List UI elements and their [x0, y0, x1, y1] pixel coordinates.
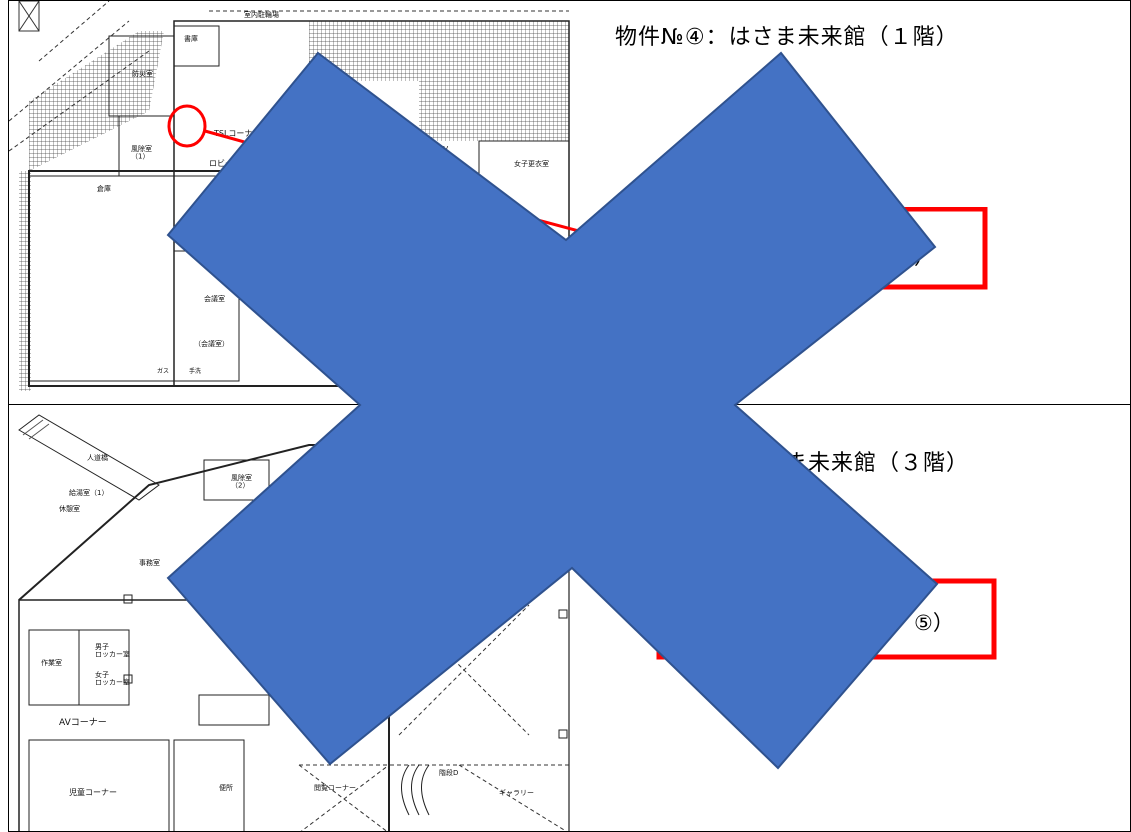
plan-label-north-top: 室内駐輪場: [244, 10, 279, 19]
plan-label-room-k: 手洗: [189, 367, 201, 375]
plan-label-room-b: 書庫: [184, 34, 198, 43]
plan-label-3f-e: 事務室: [139, 558, 160, 567]
plan-label-3f-d: 休憩室: [59, 504, 80, 513]
plan-label-3f-f: 男子ロッカー室: [95, 643, 130, 659]
plan-label-room-d: 風除室（1）: [131, 144, 152, 161]
plan-label-3f-c: 給湯室（1）: [69, 488, 108, 497]
plan-label-3f-i: AVコーナー: [59, 717, 107, 728]
floor-plan-3f-image: 人道橋 風除室（2） 給湯室（1） 休憩室 事務室 男子ロッカー室 女子ロッカー…: [18, 414, 570, 831]
plan-label-room-h: （会議室）: [194, 339, 229, 348]
plan-label-room-e: ロビー: [209, 159, 233, 168]
callout-label-1f: ）: [914, 245, 935, 269]
plan-label-3f-l: 階段D: [439, 768, 458, 777]
plan-label-3f-m: ギャラリー: [499, 789, 534, 797]
floor-plan-panel-1f: 室内駐輪場 防災室 書庫 TSLコーナー 風除室（1） ロビー 倉庫 会議室 （…: [8, 0, 1131, 405]
plan-label-room-a: 防災室: [132, 69, 153, 78]
floor-plan-1f-image: 室内駐輪場 防災室 書庫 TSLコーナー 風除室（1） ロビー 倉庫 会議室 （…: [9, 1, 579, 391]
plan-label-3f-n: 閲覧コーナー: [314, 783, 356, 792]
page-title-3f: さま未来館（３階）: [762, 451, 970, 476]
plan-label-3f-g: 女子ロッカー室: [95, 670, 130, 687]
plan-label-room-l: ガス: [157, 367, 169, 375]
plan-label-room-f: 倉庫: [97, 184, 111, 193]
floor-plan-panel-3f: 人道橋 風除室（2） 給湯室（1） 休憩室 事務室 男子ロッカー室 女子ロッカー…: [8, 404, 1131, 832]
plan-label-3f-k: 便所: [219, 783, 233, 792]
plan-label-3f-a: 人道橋: [87, 453, 108, 462]
plan-label-3f-o: 西: [274, 644, 281, 652]
plan-label-room-g: 会議室: [204, 294, 225, 303]
plan-label-3f-b: 風除室（2）: [231, 473, 252, 490]
plan-label-3f-h: 作業室: [41, 658, 62, 667]
page-title-1f: 物件№④：はさま未来館（１階）: [615, 25, 959, 50]
plan-label-room-j: EV: [439, 145, 448, 153]
plan-label-3f-j: 児童コーナー: [69, 787, 117, 797]
callout-label-3f: ⑤）: [914, 611, 954, 635]
plan-label-room-i: 女子更衣室: [514, 159, 549, 168]
